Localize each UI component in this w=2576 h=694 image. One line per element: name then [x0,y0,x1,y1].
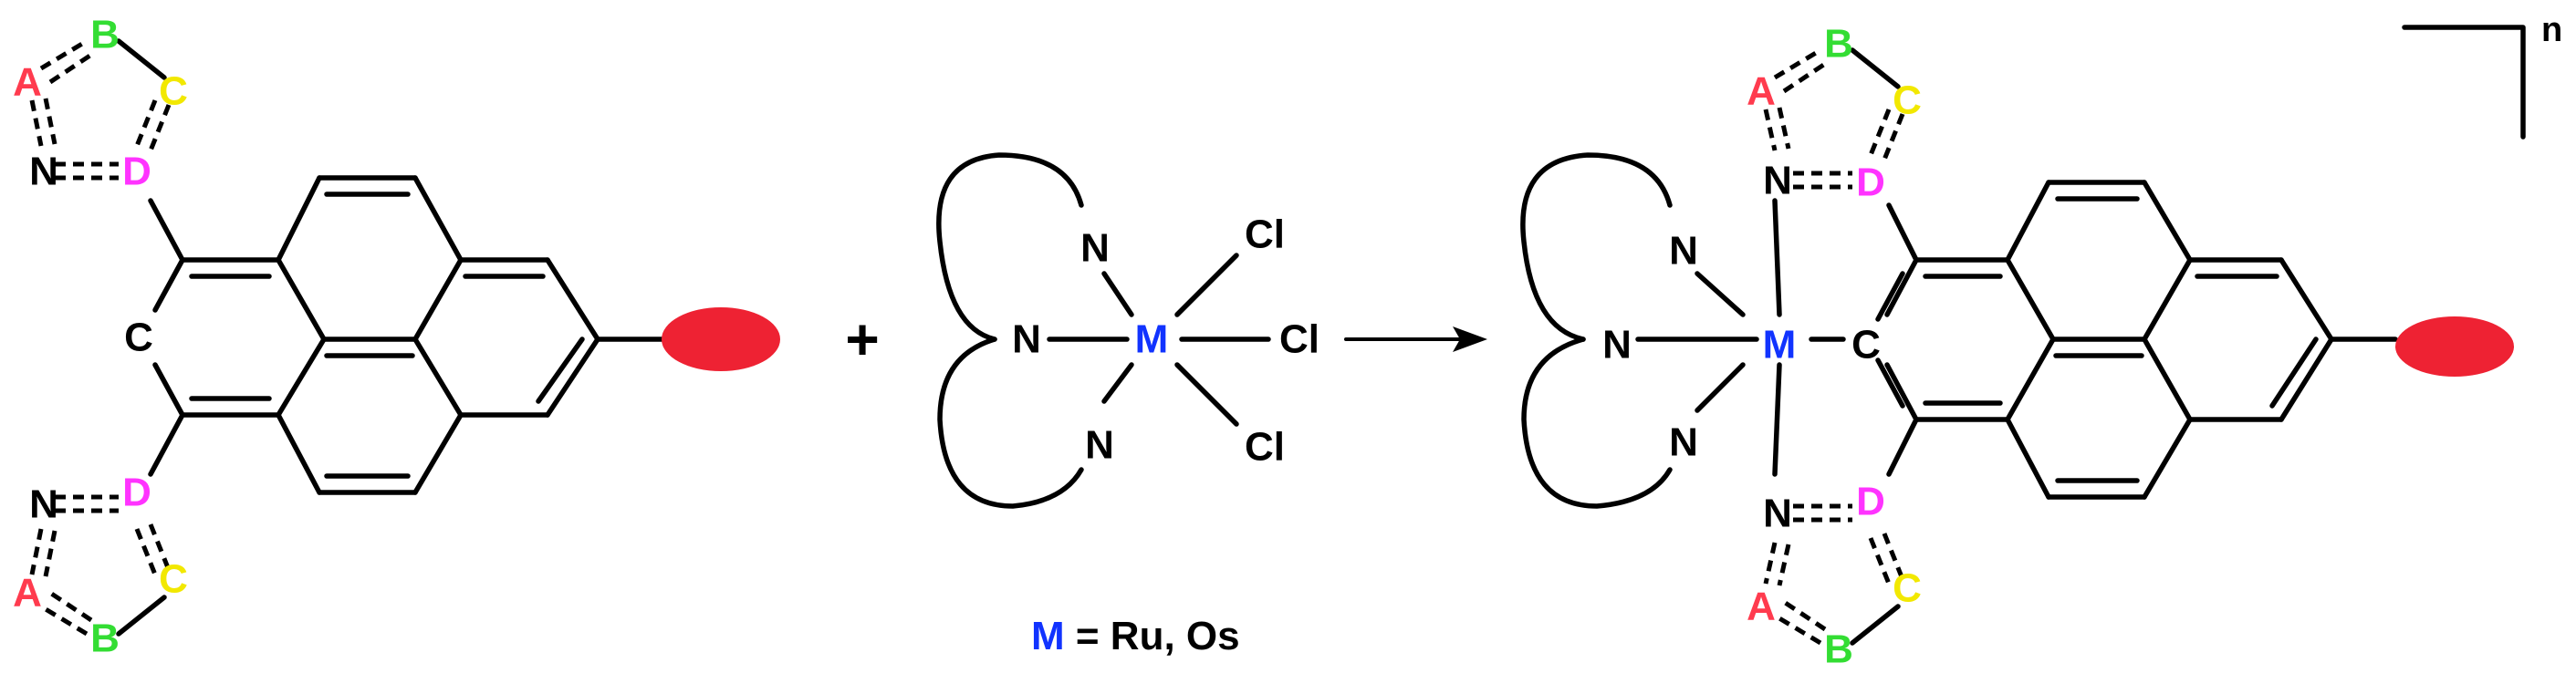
ring-atom-C-top: C [159,69,188,114]
ring-atom-B-top: B [90,13,120,57]
product-donor-N-center: N [1602,323,1632,368]
product-ring-atom-D-top: D [1856,161,1885,205]
ring-atom-N-top: N [29,150,58,194]
plus-sign: + [845,306,879,372]
product-ring-atom-A-top: A [1747,69,1776,114]
product-ring-atom-D-bottom: D [1856,480,1885,524]
product-substituent-ellipse [2395,316,2514,377]
metal-center-product: M [1763,323,1797,368]
metal-footnote: M = Ru, Os [1031,614,1240,658]
product-donor-N-top: N [1669,229,1698,274]
product-ring-atom-B-bottom: B [1824,627,1853,672]
metal-center-reactant: M [1135,317,1169,362]
product-complex [1520,25,2526,646]
product-donor-N-bottom: N [1669,420,1698,465]
reactant-pyrene-ligand: C A B C D N N [13,13,780,661]
pincer-arc-top [936,152,1084,342]
chloride-top: Cl [1245,212,1285,257]
product-ring-atom-B-top: B [1824,22,1853,67]
ring-atom-A-bottom: A [13,571,42,616]
chloride-center: Cl [1279,317,1319,362]
footnote-symbol: M [1031,614,1065,658]
reaction-arrow [1344,326,1487,352]
pincer-arc-bottom [937,337,1084,509]
polymer-bracket [2402,25,2526,140]
pyrene-core [148,175,664,495]
polymer-index-n: n [2541,11,2562,49]
footnote-text: = Ru, Os [1065,614,1240,658]
product-carbanion-label: C [1851,323,1881,368]
product-pincer-arc-top [1520,152,1673,342]
product-ring-atom-N-bottom: N [1763,492,1792,536]
product-ring-atom-C-bottom: C [1893,566,1922,611]
ring-atom-A-top: A [13,60,42,105]
ring-atom-D-bottom: D [122,471,151,515]
azole-ring-bottom [29,494,172,637]
ring-atom-D-top: D [122,150,151,194]
donor-N-top: N [1080,226,1110,271]
ring-atom-N-bottom: N [29,482,58,527]
product-ring-atom-N-top: N [1763,159,1792,203]
carbanion-label: C [124,316,153,360]
ring-atom-C-bottom: C [159,557,188,602]
product-ring-atom-A-bottom: A [1747,585,1776,629]
donor-N-bottom: N [1085,423,1114,468]
product-ring-atom-C-top: C [1893,78,1922,123]
chloride-bottom: Cl [1245,425,1285,470]
ring-atom-B-bottom: B [90,616,120,661]
azole-ring-top [29,38,172,181]
donor-N-center: N [1012,317,1041,362]
reactant-metal-complex [936,152,1271,509]
substituent-ellipse [662,307,780,371]
